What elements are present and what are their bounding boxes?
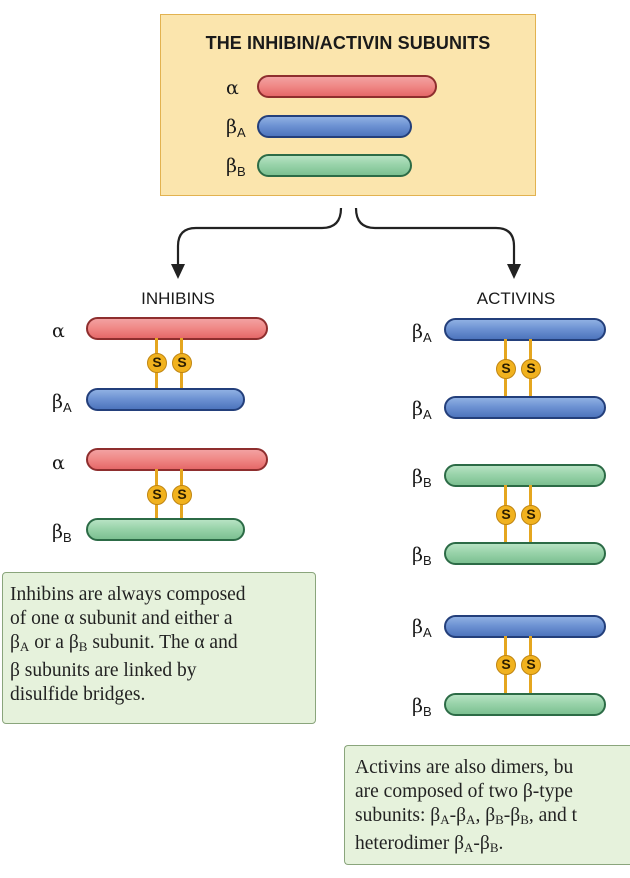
an-l4b: -β bbox=[473, 833, 490, 854]
branch-arrows bbox=[171, 207, 521, 279]
activin1-sulfur-right: S bbox=[521, 359, 541, 379]
activin3-top-sub: A bbox=[422, 625, 432, 640]
activin1-bottom-bar bbox=[444, 396, 606, 419]
branch-arrow-path bbox=[176, 207, 343, 266]
activins-note: Activins are also dimers, bu are compose… bbox=[344, 745, 630, 865]
activins-heading: ACTIVINS bbox=[476, 289, 556, 308]
inhibin1-beta-a-symbol: βA bbox=[52, 391, 72, 415]
alpha-subunit-bar bbox=[257, 75, 437, 98]
alpha-symbol-text: α bbox=[226, 77, 239, 99]
activin3-bottom-text: β bbox=[412, 695, 423, 717]
an-l3b: -β bbox=[449, 805, 467, 826]
activin2-bottom-text: β bbox=[412, 544, 423, 566]
inhibin1-sulfur-left: S bbox=[147, 353, 167, 373]
activin3-top-bar bbox=[444, 615, 606, 638]
inhibin2-sulfur-right: S bbox=[172, 485, 192, 505]
activin3-top-text: β bbox=[412, 616, 423, 638]
inhibins-note-beta1: β bbox=[10, 632, 20, 653]
activin3-bottom-bar bbox=[444, 693, 606, 716]
an-l3s2: A bbox=[466, 812, 476, 827]
inhibins-note: Inhibins are always composed of one α su… bbox=[2, 572, 316, 724]
activin2-bottom-bar bbox=[444, 542, 606, 565]
beta-b-subscript: B bbox=[236, 164, 246, 179]
activin1-top-bar bbox=[444, 318, 606, 341]
inhibin1-beta-sub: A bbox=[62, 400, 72, 415]
inhibins-note-sub-b: B bbox=[78, 639, 88, 654]
activin3-bottom-symbol: βB bbox=[412, 695, 432, 719]
an-l3s1: A bbox=[440, 812, 450, 827]
inhibins-note-sub-a: A bbox=[19, 639, 30, 654]
arrowhead-right bbox=[507, 264, 521, 279]
activin2-sulfur-left: S bbox=[496, 505, 516, 525]
an-l4s1: A bbox=[464, 840, 474, 855]
activin3-sulfur-left: S bbox=[496, 655, 516, 675]
activin3-bottom-sub: B bbox=[422, 704, 432, 719]
activin1-bottom-sub: A bbox=[422, 407, 432, 422]
inhibins-note-line4: β subunits are linked by bbox=[10, 660, 197, 681]
inhibin1-alpha-text: α bbox=[52, 320, 65, 342]
activin1-bottom-text: β bbox=[412, 398, 423, 420]
activin1-bottom-symbol: βA bbox=[412, 398, 432, 422]
activins-note-line2: are composed of two β-type bbox=[355, 781, 573, 802]
inhibin1-alpha-bar bbox=[86, 317, 268, 340]
beta-b-subunit-bar bbox=[257, 154, 412, 177]
an-l3d: -β bbox=[503, 805, 521, 826]
inhibins-note-line5: disulfide bridges. bbox=[10, 684, 146, 705]
alpha-symbol: α bbox=[226, 79, 239, 98]
beta-a-symbol: βA bbox=[226, 116, 246, 140]
activin2-top-sub: B bbox=[422, 475, 432, 490]
activin1-sulfur-left: S bbox=[496, 359, 516, 379]
an-l3a: subunits: β bbox=[355, 805, 441, 826]
activin2-top-symbol: βB bbox=[412, 466, 432, 490]
inhibin1-beta-a-bar bbox=[86, 388, 245, 411]
branch-arrow-path bbox=[354, 207, 516, 266]
inhibins-note-mid: or a β bbox=[29, 632, 79, 653]
an-l3e: , and t bbox=[528, 805, 578, 826]
inhibin1-sulfur-right: S bbox=[172, 353, 192, 373]
inhibin2-beta-b-bar bbox=[86, 518, 245, 541]
subunits-box: THE INHIBIN/ACTIVIN SUBUNITS α βA βB bbox=[160, 14, 536, 196]
inhibin1-alpha-symbol: α bbox=[52, 322, 65, 341]
inhibin2-alpha-bar bbox=[86, 448, 268, 471]
an-l3s4: B bbox=[520, 812, 529, 827]
inhibin2-alpha-text: α bbox=[52, 452, 65, 474]
activins-note-line4: heterodimer βA-βB. bbox=[355, 832, 630, 860]
beta-a-subscript: A bbox=[236, 125, 246, 140]
inhibin2-alpha-symbol: α bbox=[52, 454, 65, 473]
beta-a-symbol-text: β bbox=[226, 116, 237, 138]
inhibins-note-line1: Inhibins are always composed bbox=[10, 584, 246, 605]
activin2-bottom-symbol: βB bbox=[412, 544, 432, 568]
inhibin2-beta-sub: B bbox=[62, 530, 72, 545]
an-l3s3: B bbox=[495, 812, 504, 827]
an-l4s2: B bbox=[489, 840, 499, 855]
an-l4c: . bbox=[498, 833, 504, 854]
activin2-bottom-sub: B bbox=[422, 553, 432, 568]
inhibin2-sulfur-left: S bbox=[147, 485, 167, 505]
inhibins-heading: INHIBINS bbox=[141, 289, 215, 308]
inhibin2-beta-b-symbol: βB bbox=[52, 521, 72, 545]
beta-b-symbol: βB bbox=[226, 155, 246, 179]
beta-b-symbol-text: β bbox=[226, 155, 237, 177]
activins-note-line3: subunits: βA-βA, βB-βB, and t bbox=[355, 804, 630, 832]
inhibins-note-line3: βA or a βB subunit. The α and bbox=[10, 631, 315, 659]
arrowhead-left bbox=[171, 264, 185, 279]
activin2-top-text: β bbox=[412, 466, 423, 488]
an-l3c: , β bbox=[475, 805, 496, 826]
activin2-sulfur-right: S bbox=[521, 505, 541, 525]
inhibin2-beta-text: β bbox=[52, 521, 63, 543]
inhibin1-beta-text: β bbox=[52, 391, 63, 413]
an-l4a: heterodimer β bbox=[355, 833, 465, 854]
activin3-top-symbol: βA bbox=[412, 616, 432, 640]
beta-a-subunit-bar bbox=[257, 115, 412, 138]
activin1-top-symbol: βA bbox=[412, 321, 432, 345]
subunits-title: THE INHIBIN/ACTIVIN SUBUNITS bbox=[205, 33, 491, 53]
activin2-top-bar bbox=[444, 464, 606, 487]
activin1-top-text: β bbox=[412, 321, 423, 343]
activins-note-line1: Activins are also dimers, bu bbox=[355, 757, 574, 778]
inhibins-note-post: subunit. The α and bbox=[87, 632, 238, 653]
activin1-top-sub: A bbox=[422, 330, 432, 345]
inhibins-note-line2: of one α subunit and either a bbox=[10, 608, 233, 629]
activin3-sulfur-right: S bbox=[521, 655, 541, 675]
